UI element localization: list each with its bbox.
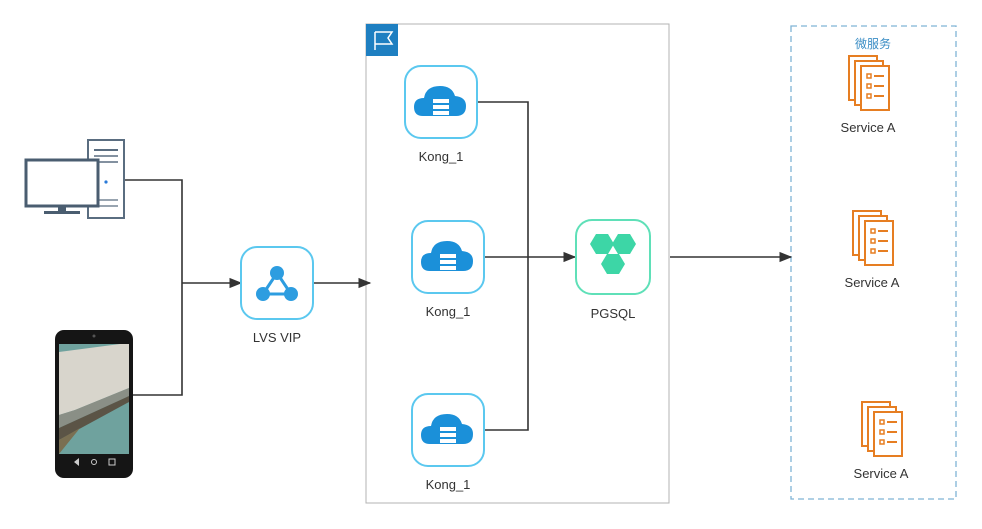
kong-top-label: Kong_1 — [419, 149, 464, 164]
connectors — [125, 101, 793, 431]
kong-node-bottom: Kong_1 — [411, 393, 485, 492]
kong-node-top: Kong_1 — [404, 65, 478, 164]
document-stack-icon — [852, 210, 894, 266]
service-2-label: Service A — [845, 275, 900, 290]
hexagon-cluster-icon — [590, 234, 636, 274]
cloud-server-icon — [421, 414, 473, 444]
service-node-2: Service A — [845, 210, 900, 290]
edge-desktop-to-junction — [125, 179, 183, 283]
cloud-server-icon — [421, 241, 473, 271]
kong-node-middle: Kong_1 — [411, 220, 485, 319]
service-1-label: Service A — [841, 120, 896, 135]
network-hub-icon — [256, 266, 298, 301]
pgsql-node: PGSQL — [575, 219, 651, 321]
flag-icon — [366, 24, 398, 56]
lvs-vip-node: LVS VIP — [240, 246, 314, 345]
service-3-label: Service A — [854, 466, 909, 481]
kong-middle-label: Kong_1 — [426, 304, 471, 319]
smartphone-icon — [55, 330, 133, 478]
edge-kong-top-to-bus — [477, 101, 529, 257]
edge-kong-bot-to-bus — [484, 257, 529, 431]
service-node-1: Service A — [841, 55, 896, 135]
edge-phone-to-junction — [132, 283, 183, 396]
pgsql-label: PGSQL — [591, 306, 636, 321]
document-stack-icon — [861, 401, 903, 457]
service-node-3: Service A — [854, 401, 909, 481]
lvs-label: LVS VIP — [253, 330, 301, 345]
document-stack-icon — [848, 55, 890, 111]
microservices-title: 微服务 — [855, 36, 891, 51]
desktop-computer-icon — [24, 139, 125, 219]
cloud-server-icon — [414, 86, 466, 116]
kong-bottom-label: Kong_1 — [426, 477, 471, 492]
